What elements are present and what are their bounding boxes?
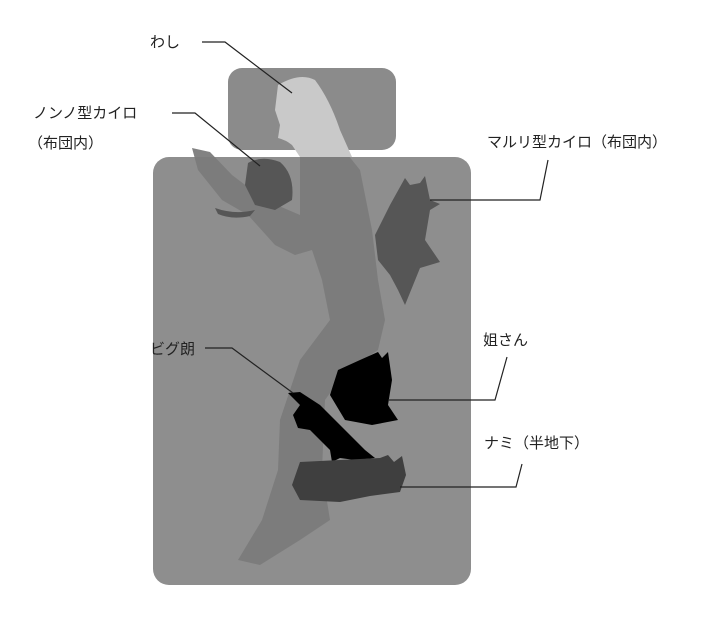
label-maruri: マルリ型カイロ（布団内）: [487, 133, 668, 151]
leader-anesan: [388, 356, 508, 401]
cat-bigro: [288, 392, 375, 462]
cat-anesan: [330, 352, 398, 425]
label-nami: ナミ（半地下）: [484, 434, 590, 452]
leader-me: [202, 41, 293, 94]
person-silhouette: [192, 145, 385, 565]
label-bigro: ビグ朗: [150, 340, 196, 358]
label-nonno: ノンノ型カイロ: [33, 104, 138, 122]
cat-nonno: [215, 158, 293, 218]
label-anesan: 姐さん: [483, 331, 529, 349]
leader-bigro: [205, 347, 294, 394]
person-head: [275, 76, 352, 157]
leader-lines: [172, 41, 549, 488]
label-nonno-sub: （布団内）: [28, 134, 104, 152]
leader-maruri: [430, 159, 549, 201]
cat-maruri: [375, 176, 440, 305]
leader-nami: [400, 463, 523, 488]
leader-nonno: [172, 112, 261, 167]
cat-nami: [292, 455, 406, 502]
label-me: わし: [150, 33, 181, 51]
